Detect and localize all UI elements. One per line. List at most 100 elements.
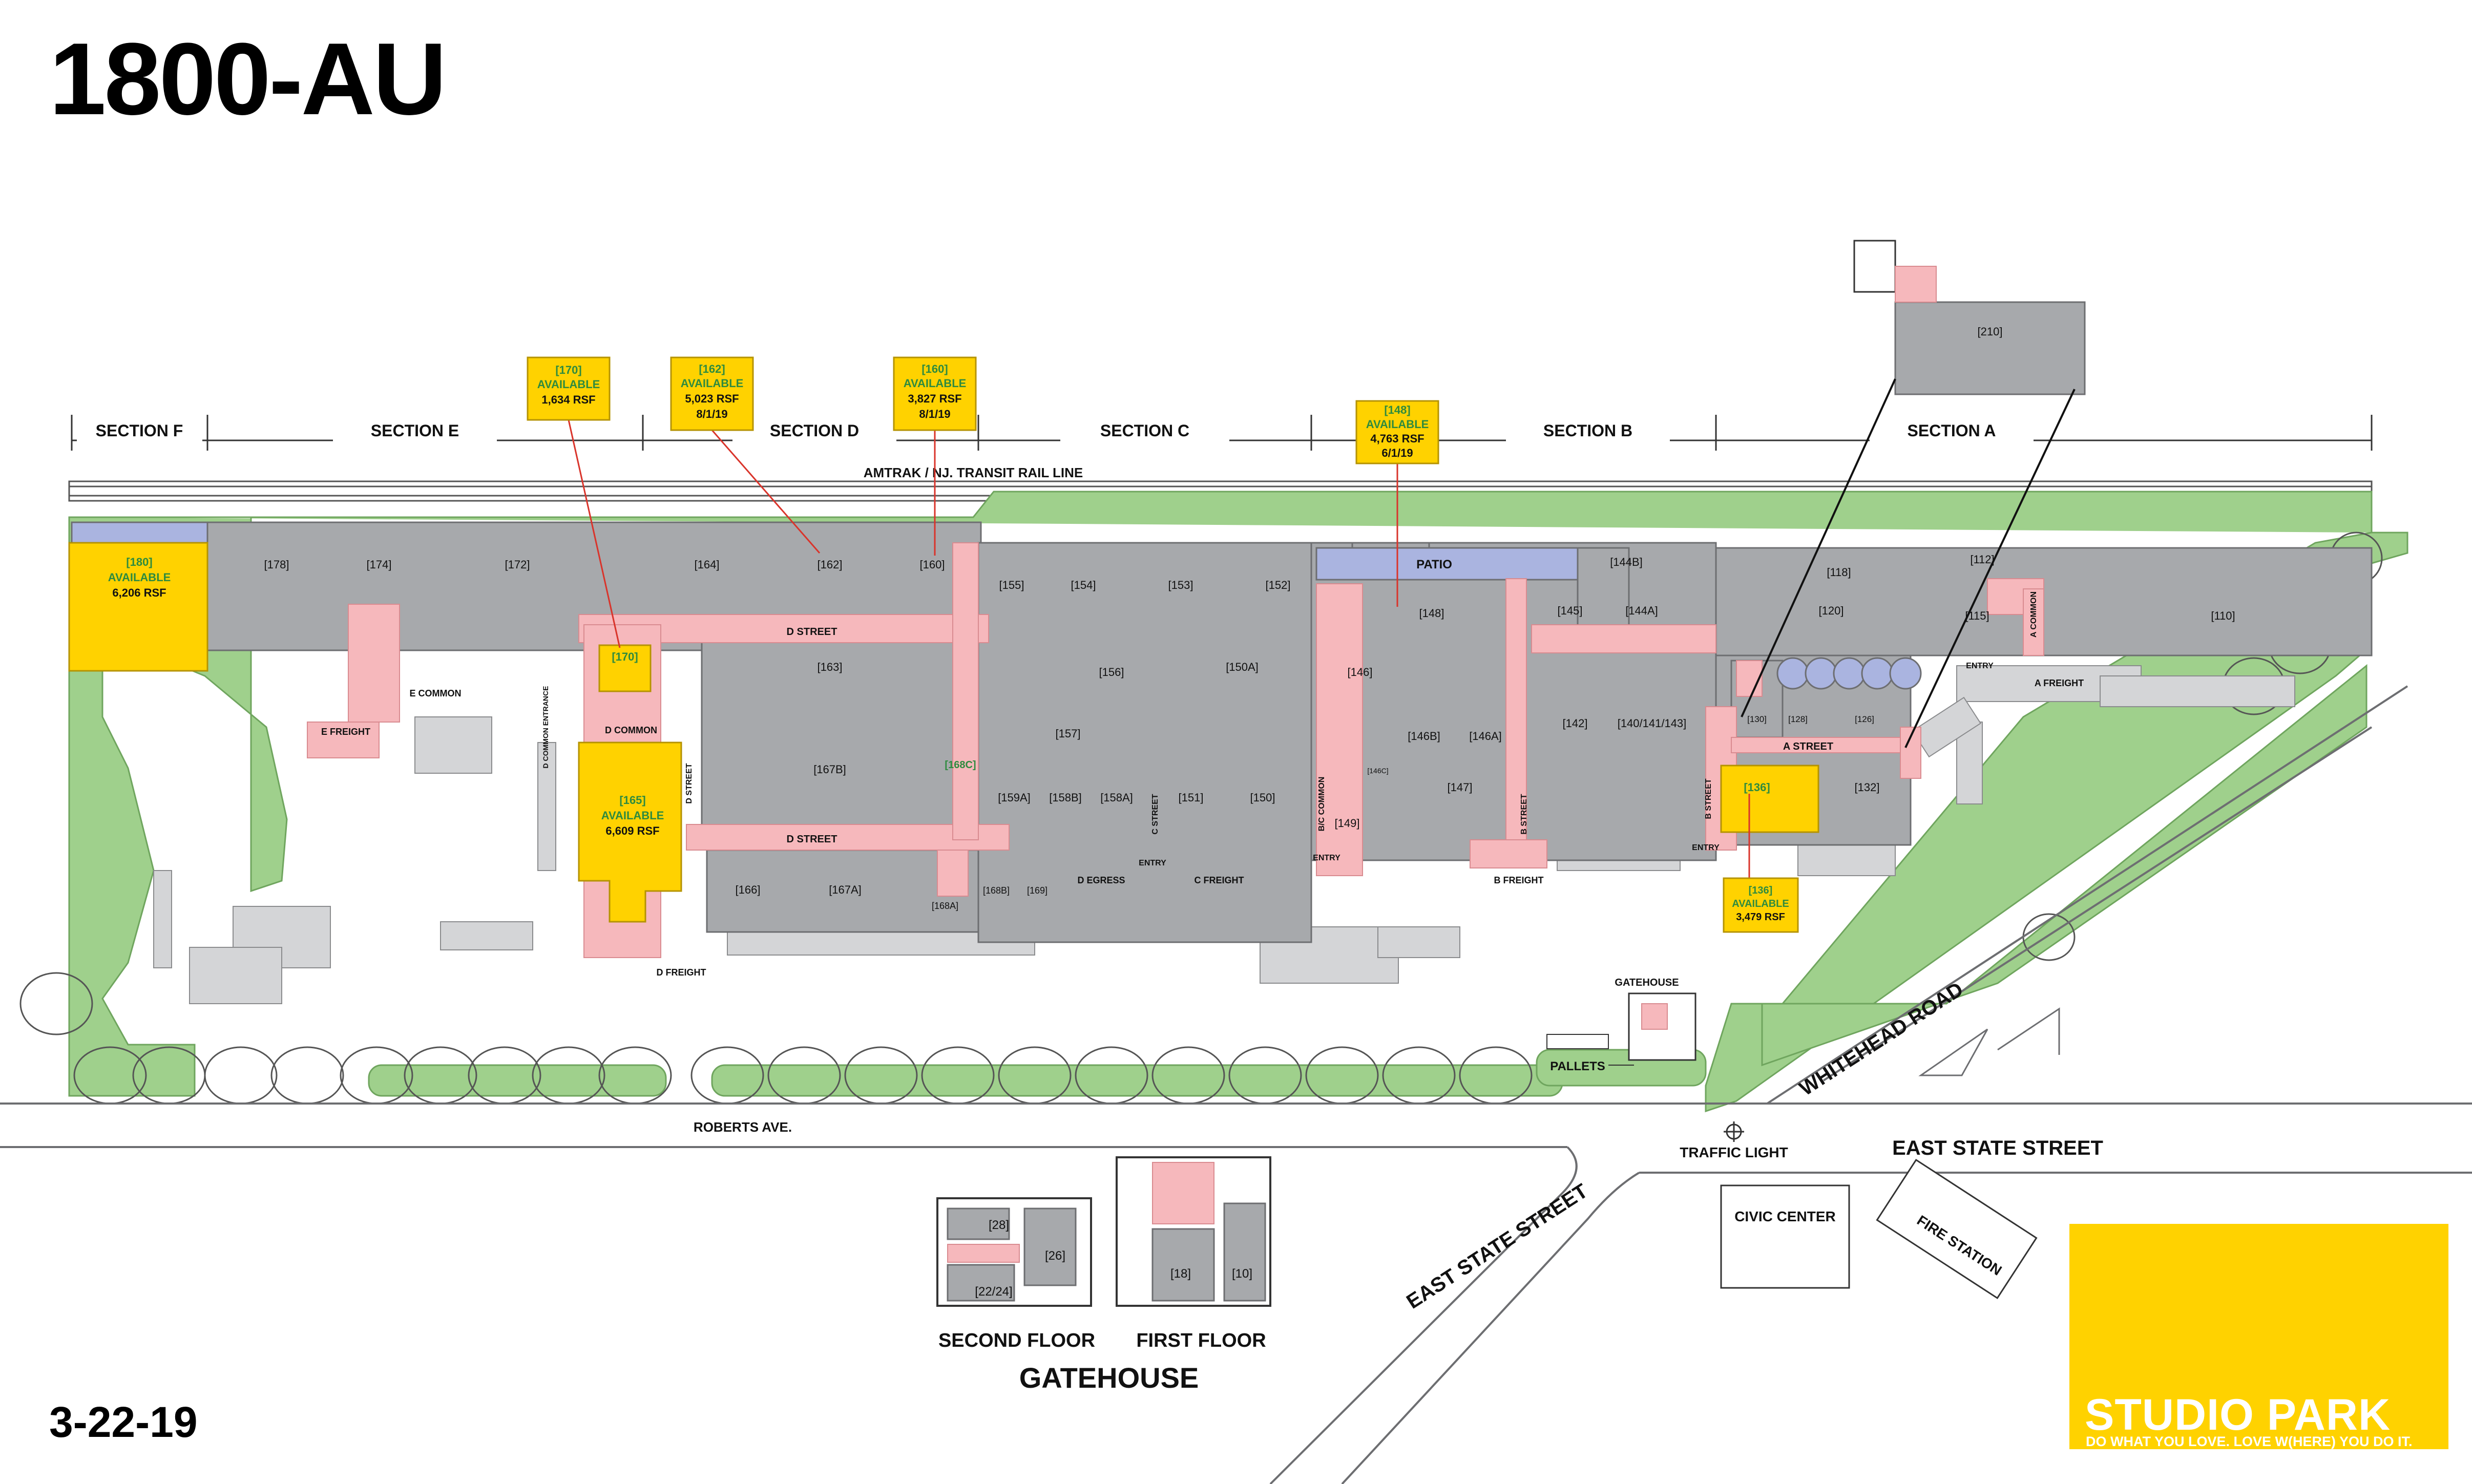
svg-text:AVAILABLE: AVAILABLE <box>1732 898 1789 909</box>
second-floor-label: SECOND FLOOR <box>938 1330 1095 1351</box>
gatehouse-title: GATEHOUSE <box>1019 1362 1199 1394</box>
unit-label: [128] <box>1788 714 1808 724</box>
svg-text:[148]: [148] <box>1384 404 1410 416</box>
unit-size: 6,609 RSF <box>605 824 659 837</box>
entry-label: ENTRY <box>1313 854 1340 862</box>
unit-label: [26] <box>1045 1249 1065 1263</box>
unit-label: [168C] <box>945 759 976 771</box>
east-state-street-label: EAST STATE STREET <box>1892 1137 2103 1159</box>
unit-label: [158B] <box>1049 791 1082 804</box>
unit-label: [132] <box>1855 781 1880 794</box>
unit-label: [149] <box>1335 817 1360 830</box>
section-f-strip <box>71 521 208 544</box>
unit-status: AVAILABLE <box>601 809 664 822</box>
d-street-vertical-label: D STREET <box>685 763 694 803</box>
unit-label: [120] <box>1819 604 1844 617</box>
d-freight-label: D FREIGHT <box>657 967 706 978</box>
unit-label: [151] <box>1179 791 1204 804</box>
svg-text:3,827 RSF: 3,827 RSF <box>908 392 961 405</box>
civic-center-building <box>1720 1184 1850 1289</box>
b-street-vertical-label: B STREET <box>1704 778 1713 819</box>
unit-labels: [178] [174] [172] [164] [162] [160] [155… <box>264 553 2235 911</box>
callout-148: [148] AVAILABLE 4,763 RSF 6/1/19 <box>1355 400 1439 464</box>
patio <box>1315 547 1579 581</box>
patio-label: PATIO <box>1416 558 1452 571</box>
d-common-label: D COMMON <box>605 725 657 735</box>
unit-size: 6,206 RSF <box>112 586 166 599</box>
circulation-labels: D STREET D STREET A STREET D COMMON E CO… <box>321 591 2084 978</box>
unit-label: [170] <box>612 650 638 663</box>
unit-label: [172] <box>505 558 530 571</box>
c-freight-label: C FREIGHT <box>1195 875 1244 885</box>
unit-status: AVAILABLE <box>108 571 171 584</box>
svg-text:6/1/19: 6/1/19 <box>1381 447 1413 459</box>
unit-label: [162] <box>818 558 843 571</box>
callout-162: [162] AVAILABLE 5,023 RSF 8/1/19 <box>670 356 754 431</box>
b-street-vertical-label: B STREET <box>1520 794 1528 834</box>
unit-label: [147] <box>1448 781 1473 794</box>
unit-label: [146A] <box>1469 730 1502 743</box>
a-freight-label: A FREIGHT <box>2035 678 2084 688</box>
brand-name: STUDIO PARK <box>2085 1390 2391 1439</box>
unit-label: [165] <box>619 794 645 807</box>
studio-park-logo: STUDIO PARK DO WHAT YOU LOVE. LOVE W(HER… <box>2069 1224 2448 1449</box>
e-common-label: E COMMON <box>410 688 462 698</box>
a-common-label: A COMMON <box>2029 591 2038 638</box>
c-street-label: C STREET <box>1151 794 1160 834</box>
svg-text:[162]: [162] <box>699 363 725 375</box>
green-space <box>68 491 2408 1113</box>
svg-text:1,634 RSF: 1,634 RSF <box>541 393 595 406</box>
unit-label: [142] <box>1563 717 1588 730</box>
svg-text:[136]: [136] <box>1749 885 1773 896</box>
svg-text:3,479 RSF: 3,479 RSF <box>1736 911 1785 923</box>
unit-label: [10] <box>1232 1267 1252 1281</box>
main-building <box>206 521 2373 943</box>
pallets-label: PALLETS <box>1550 1059 1605 1073</box>
section-dimension: SECTION F SECTION E SECTION D SECTION C … <box>71 415 2373 451</box>
svg-text:AVAILABLE: AVAILABLE <box>537 378 600 391</box>
svg-text:8/1/19: 8/1/19 <box>696 408 727 420</box>
section-label: SECTION D <box>770 421 859 440</box>
unit-label: [160] <box>920 558 945 571</box>
unit-label: [210] <box>1978 325 2003 338</box>
unit-label: [126] <box>1855 714 1874 724</box>
section-label: SECTION A <box>1907 421 1996 440</box>
unit-165-available <box>578 741 682 923</box>
unit-label: [166] <box>736 883 761 896</box>
rail-line-label: AMTRAK / NJ. TRANSIT RAIL LINE <box>864 465 1083 480</box>
svg-text:8/1/19: 8/1/19 <box>919 408 950 420</box>
unit-label: [144B] <box>1610 556 1643 568</box>
d-common-entrance-label: D COMMON ENTRANCE <box>541 686 550 769</box>
unit-label: [140/141/143] <box>1618 717 1687 730</box>
bays <box>1776 657 1922 690</box>
svg-text:4,763 RSF: 4,763 RSF <box>1370 432 1424 445</box>
d-egress-label: D EGRESS <box>1077 875 1125 885</box>
svg-text:5,023 RSF: 5,023 RSF <box>685 392 739 405</box>
unit-label: [22/24] <box>975 1285 1012 1299</box>
unit-label: [145] <box>1558 604 1583 617</box>
page-title: 1800-AU <box>49 22 447 136</box>
unit-label: [18] <box>1170 1267 1191 1281</box>
svg-text:AVAILABLE: AVAILABLE <box>681 377 744 390</box>
traffic-light-icon <box>1724 1121 1744 1142</box>
brand-tagline: DO WHAT YOU LOVE. LOVE W(HERE) YOU DO IT… <box>2086 1434 2413 1449</box>
callout-170: [170] AVAILABLE 1,634 RSF <box>527 356 611 421</box>
unit-label: [146C] <box>1367 767 1388 775</box>
unit-label: [168A] <box>932 901 958 911</box>
d-street-label: D STREET <box>787 834 837 845</box>
unit-label: [112] <box>1970 553 1994 566</box>
d-street-label: D STREET <box>787 626 837 638</box>
svg-text:[170]: [170] <box>555 364 581 376</box>
unit-label: [158A] <box>1100 791 1133 804</box>
unit-label: [146] <box>1348 666 1373 679</box>
bc-common-label: B/C COMMON <box>1317 777 1326 832</box>
unit-label: [150A] <box>1226 661 1259 673</box>
unit-label: [150] <box>1250 791 1275 804</box>
unit-label: [136] <box>1744 781 1770 794</box>
callout-160: [160] AVAILABLE 3,827 RSF 8/1/19 <box>893 356 977 431</box>
callout-leaders <box>568 419 1750 878</box>
first-floor-label: FIRST FLOOR <box>1136 1330 1266 1351</box>
unit-136-available <box>1720 765 1819 833</box>
